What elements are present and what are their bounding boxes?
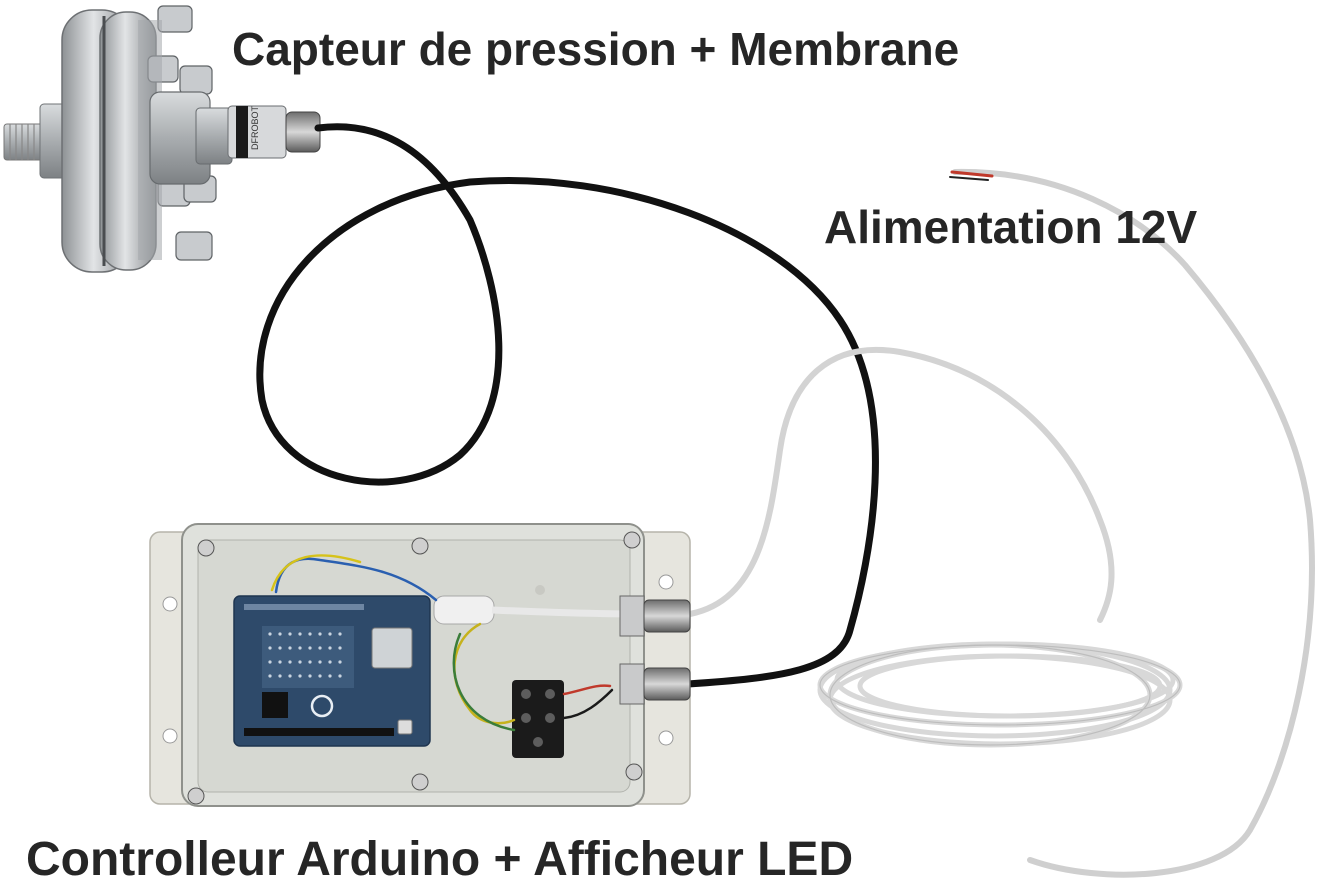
pressure-sensor: DFROBOT <box>3 5 321 273</box>
terminal-block <box>512 680 564 758</box>
sensor-cable <box>256 123 879 688</box>
cable-glands <box>619 595 691 705</box>
sensor-brand-text: DFROBOT <box>250 105 260 150</box>
controller-label: Controlleur Arduino + Afficheur LED <box>26 833 854 886</box>
power-label: Alimentation 12V <box>824 201 1198 253</box>
power-cable <box>687 168 1315 878</box>
controller-enclosure <box>149 523 691 807</box>
sensor-label: Capteur de pression + Membrane <box>232 23 960 75</box>
